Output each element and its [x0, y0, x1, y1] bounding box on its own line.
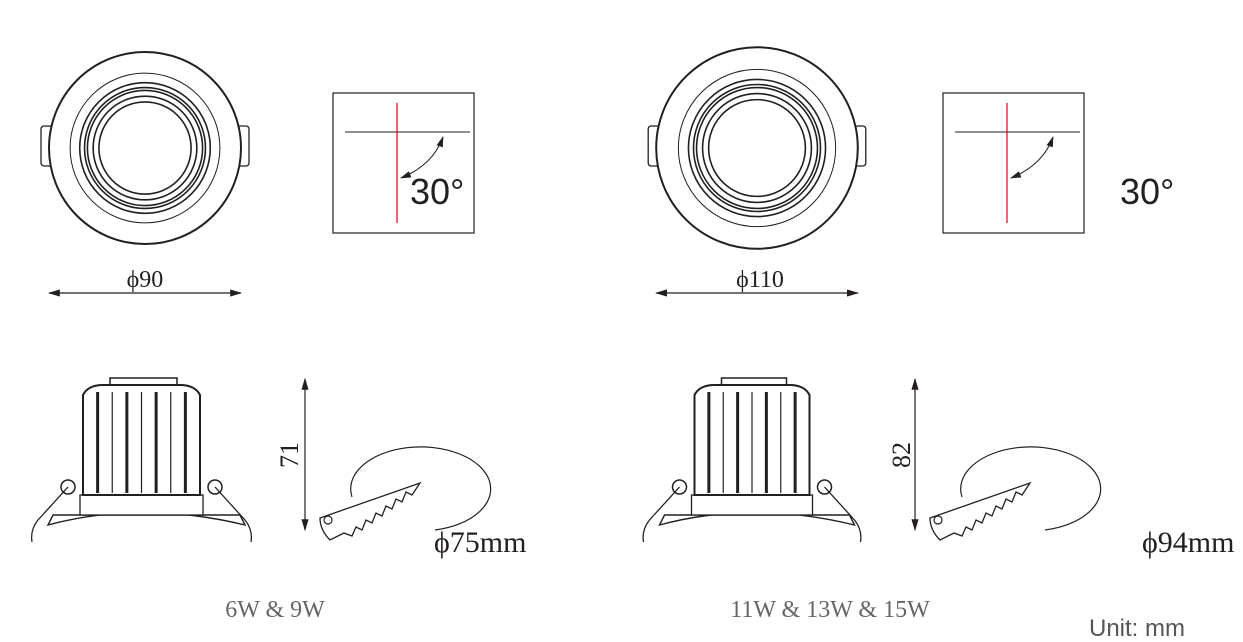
height-label: 71 [275, 442, 304, 468]
hole-saw-icon [319, 481, 422, 541]
saw-hole [933, 515, 943, 525]
base-collar [79, 494, 204, 516]
tilt-angle-arc [399, 135, 444, 179]
reflector-ring [701, 92, 813, 204]
diameter-label: ϕ90 [127, 267, 164, 293]
model-large [642, 46, 1102, 543]
model-small [30, 51, 492, 543]
power-label: 11W & 13W & 15W [730, 597, 930, 623]
reflector-ring [83, 86, 207, 210]
reflector-ring [692, 83, 822, 213]
reflector-ring [78, 81, 212, 215]
reflector-ring [687, 78, 827, 218]
tilt-angle-label: 30° [1120, 171, 1174, 212]
diameter-label: ϕ110 [736, 267, 784, 293]
cutout-label: ϕ94mm [1142, 526, 1234, 559]
reflector-ring [677, 68, 837, 228]
outer-trim-ring [48, 51, 242, 245]
reflector-ring [707, 98, 807, 198]
saw-hole [323, 515, 333, 525]
unit-label: Unit: mm [1089, 615, 1185, 642]
hole-saw-icon [929, 481, 1032, 541]
tilt-angle-arc [1009, 135, 1054, 179]
reflector-ring [695, 86, 819, 210]
power-label: 6W & 9W [225, 597, 325, 623]
tilt-angle-box [332, 92, 475, 234]
cutout-hole-outline [960, 446, 1102, 531]
reflector-ring [92, 95, 198, 201]
cutout-label: ϕ75mm [434, 526, 526, 559]
height-label: 82 [887, 442, 916, 468]
outer-trim-ring [655, 46, 859, 250]
spring-clip-arm [642, 486, 680, 543]
spring-clip-arm [214, 486, 253, 543]
tilt-angle-label: 30° [410, 171, 464, 212]
spring-clip-arm [30, 486, 69, 543]
reflector-ring [86, 89, 204, 207]
reflector-ring [98, 101, 192, 195]
reflector-ring [69, 72, 221, 224]
cutout-hole-outline [350, 446, 492, 531]
base-collar [690, 494, 814, 516]
spring-clip-arm [824, 486, 862, 543]
tilt-angle-box [942, 92, 1085, 234]
